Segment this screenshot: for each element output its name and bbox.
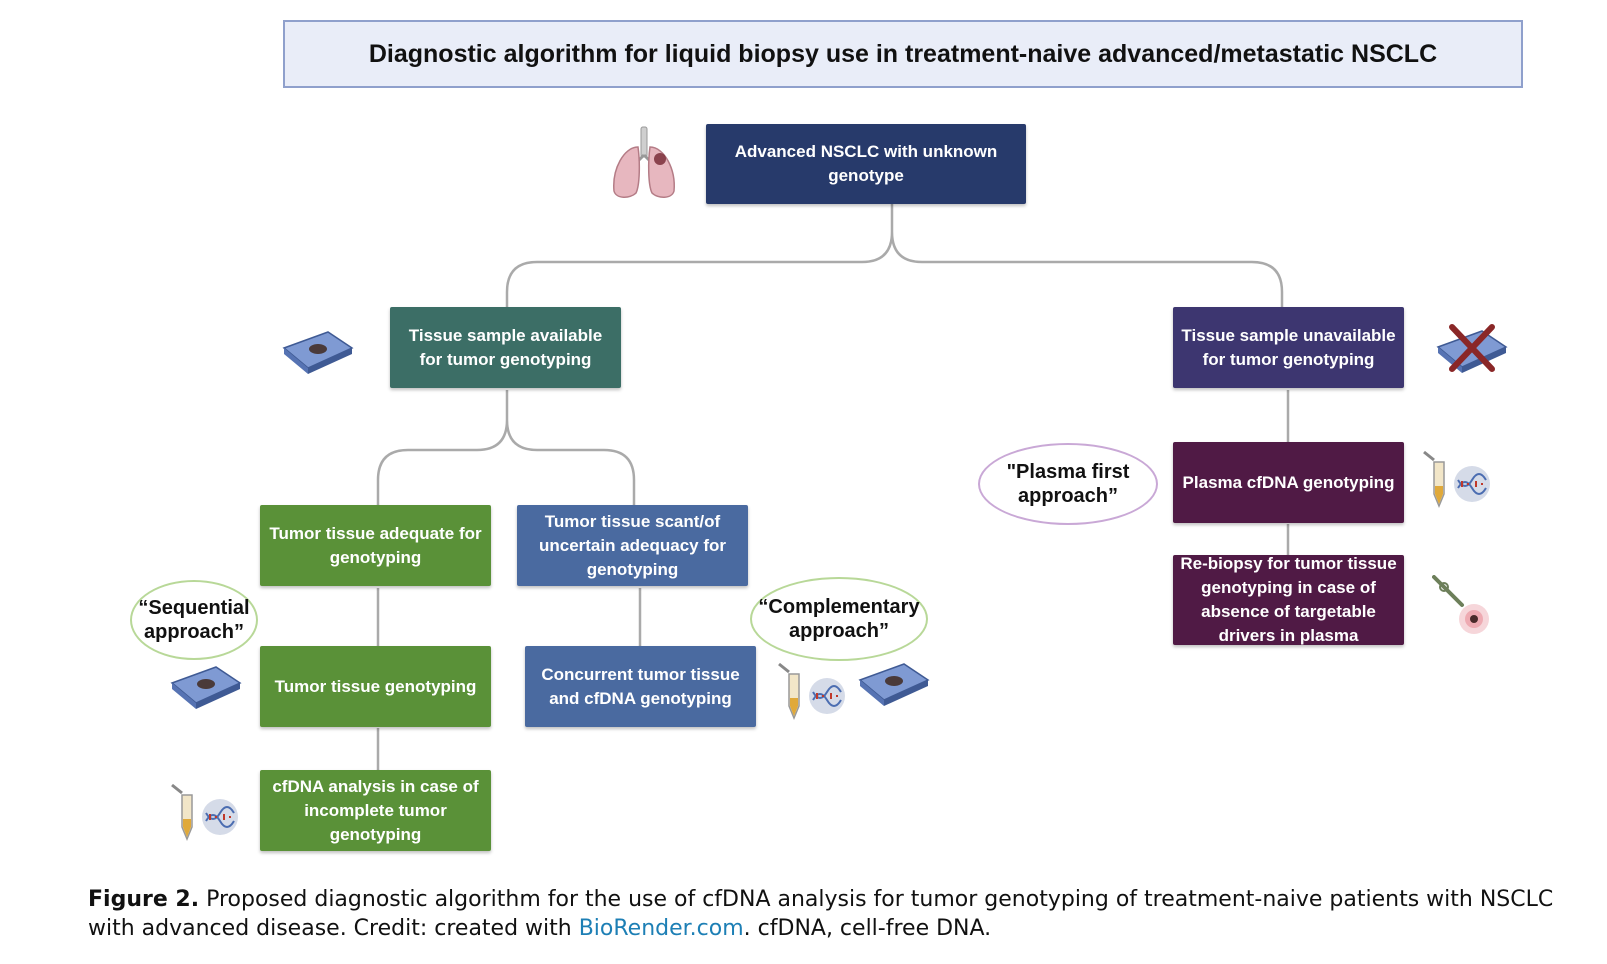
node-plasma-cfdna: Plasma cfDNA genotyping xyxy=(1173,442,1404,523)
tissue-slide-icon xyxy=(282,331,354,374)
caption-link[interactable]: BioRender.com xyxy=(578,916,744,941)
oval-plasma-first-approach: "Plasma first approach” xyxy=(978,443,1158,525)
caption-tail: . cfDNA, cell-free DNA. xyxy=(743,916,992,941)
caption-text: Proposed diagnostic algorithm for the us… xyxy=(88,887,1554,941)
tissue-slide-icon xyxy=(858,663,930,706)
caption-label: Figure 2. xyxy=(88,887,200,912)
figure-caption: Figure 2. Proposed diagnostic algorithm … xyxy=(88,885,1568,943)
diagram-title: Diagnostic algorithm for liquid biopsy u… xyxy=(368,39,1438,68)
crossed-slide-icon xyxy=(1436,324,1508,373)
node-tissue-available: Tissue sample available for tumor genoty… xyxy=(390,307,621,388)
node-tissue-scant: Tumor tissue scant/of uncertain adequacy… xyxy=(517,505,748,586)
node-tissue-unavailable: Tissue sample unavailable for tumor geno… xyxy=(1173,307,1404,388)
test-tube-dna-icon xyxy=(1423,450,1490,508)
biopsy-needle-icon xyxy=(1432,575,1489,634)
node-unknown-genotype: Advanced NSCLC with unknown genotype xyxy=(706,124,1026,204)
oval-complementary-approach: “Complementary approach” xyxy=(750,577,928,661)
test-tube-dna-icon xyxy=(778,662,845,720)
node-tissue-adequate: Tumor tissue adequate for genotyping xyxy=(260,505,491,586)
tissue-slide-icon xyxy=(170,666,242,709)
connector-root-split xyxy=(505,200,1284,308)
test-tube-dna-icon xyxy=(171,783,238,841)
node-tumor-genotyping: Tumor tissue genotyping xyxy=(260,646,491,727)
oval-sequential-approach: “Sequential approach” xyxy=(130,580,258,660)
node-rebiopsy: Re-biopsy for tumor tissue genotyping in… xyxy=(1173,554,1404,645)
connector-available-split xyxy=(376,390,636,506)
diagram-title-box: Diagnostic algorithm for liquid biopsy u… xyxy=(283,20,1523,88)
node-concurrent-genotyping: Concurrent tumor tissue and cfDNA genoty… xyxy=(525,646,756,727)
lungs-icon xyxy=(613,126,675,198)
node-cfdna-incomplete: cfDNA analysis in case of incomplete tum… xyxy=(260,770,491,851)
